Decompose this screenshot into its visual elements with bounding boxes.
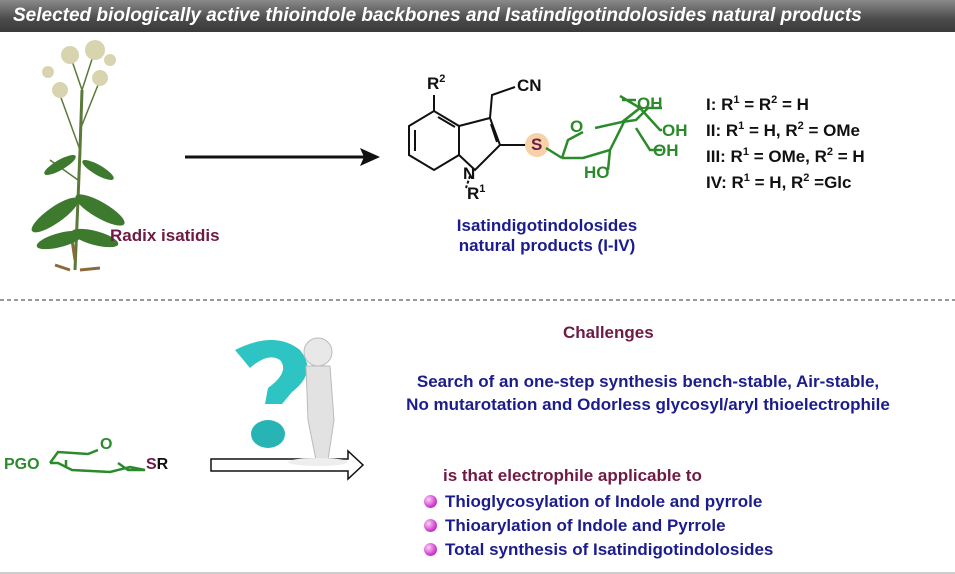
question-mark-figure: [235, 337, 348, 466]
reagent-s: S: [146, 456, 157, 473]
header-title: Selected biologically active thioindole …: [13, 5, 862, 26]
oh-label-2: OH: [662, 121, 688, 140]
r-group-item: III: R1 = OMe, R2 = H: [706, 146, 865, 167]
challenges-line-2: No mutarotation and Odorless glycosyl/ar…: [406, 395, 890, 414]
question-text: is that electrophile applicable to: [443, 466, 702, 485]
indole-skeleton: [408, 86, 528, 189]
r-group-item: I: R1 = R2 = H: [706, 94, 809, 115]
ho-label: HO: [584, 163, 610, 182]
applications-list: Thioglycosylation of Indole and pyrrole …: [424, 490, 773, 562]
challenges-text: Search of an one-step synthesis bench-st…: [380, 370, 916, 416]
r-group-item: IV: R1 = H, R2 =Glc: [706, 172, 852, 193]
sulfur-label: S: [531, 135, 543, 154]
r-group-list: I: R1 = R2 = H II: R1 = H, R2 = OMe III:…: [706, 92, 865, 196]
r1-text: R: [467, 184, 480, 203]
list-item: Thioarylation of Indole and Pyrrole: [424, 514, 773, 538]
challenges-line-1: Search of an one-step synthesis bench-st…: [416, 372, 880, 391]
n-label: N: [463, 164, 476, 183]
r2-sup: 2: [439, 73, 446, 85]
reaction-arrow: [185, 148, 380, 166]
r2-text: R: [427, 74, 440, 93]
plant-label: Radix isatidis: [110, 226, 220, 245]
bullet-icon: [424, 495, 437, 508]
r1-label: R1: [467, 184, 485, 204]
pgo-label: PGO: [4, 456, 40, 473]
plant-illustration: [31, 40, 125, 272]
sulfur-highlight: [525, 133, 549, 157]
glucose-ring: [545, 94, 662, 171]
reagent-oxygen-label: O: [100, 436, 113, 453]
oh-label-1: OH: [637, 94, 663, 113]
glycosyl-reagent: [48, 448, 146, 474]
oh-label-3: OH: [653, 141, 679, 160]
sr-label: SR: [146, 456, 168, 474]
list-item: Thioglycosylation of Indole and pyrrole: [424, 490, 773, 514]
caption-line-2: natural products (I-IV): [458, 236, 636, 255]
list-item: Total synthesis of Isatindigotindoloside…: [424, 538, 773, 562]
caption-line-1: Isatindigotindolosides: [456, 216, 638, 235]
header-banner: Selected biologically active thioindole …: [0, 0, 955, 32]
r1-sup: 1: [479, 183, 486, 195]
r-group-item: II: R1 = H, R2 = OMe: [706, 120, 860, 141]
reagent-r: R: [156, 456, 169, 473]
r2-label: R2: [427, 74, 445, 94]
bullet-icon: [424, 519, 437, 532]
ring-oxygen-label: O: [570, 117, 584, 136]
bullet-icon: [424, 543, 437, 556]
cn-label: CN: [517, 76, 542, 95]
challenges-title: Challenges: [563, 323, 654, 342]
hollow-arrow: [210, 449, 365, 481]
